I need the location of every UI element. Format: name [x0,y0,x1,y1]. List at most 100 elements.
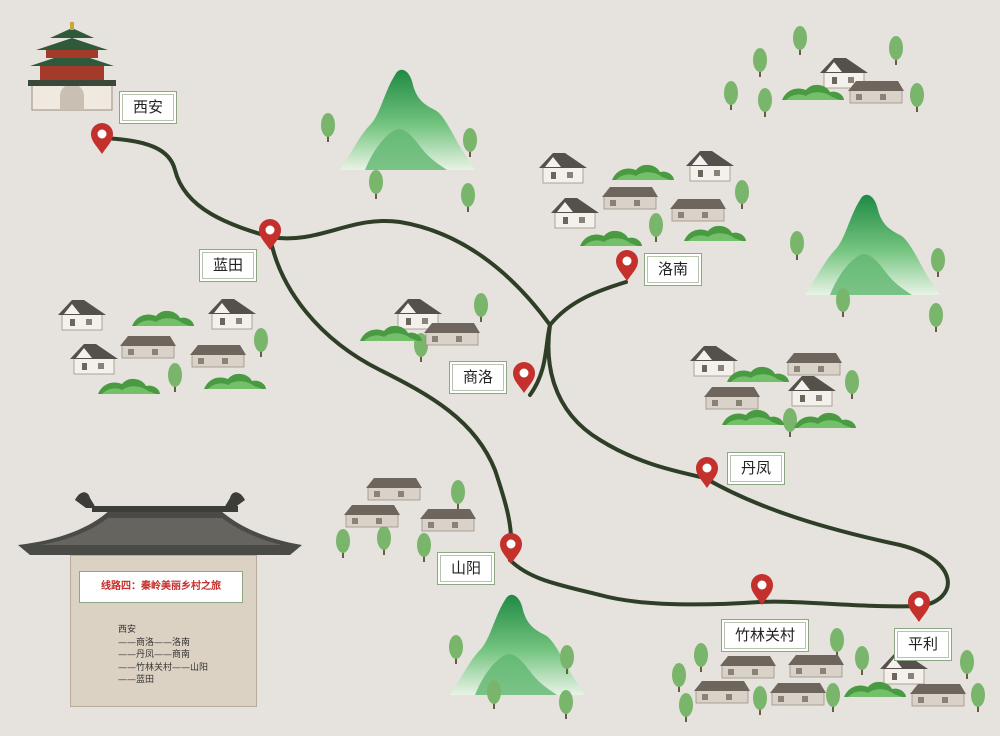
pin-luonan[interactable] [616,250,638,281]
pin-shanyang[interactable] [500,533,522,564]
tree-icon [790,231,804,260]
tree-icon [321,113,335,142]
house-icon [669,198,727,222]
tree-icon [735,180,749,209]
house-icon [703,386,761,410]
tree-icon [336,529,350,558]
house-icon [423,322,481,346]
tree-icon [960,650,974,679]
tree-icon [451,480,465,509]
label-xian[interactable]: 西安 [119,92,177,123]
house-icon [787,654,845,678]
tree-icon [783,408,797,437]
tree-icon [836,288,850,317]
legend-line: ——蓝田 [118,675,155,685]
house-icon [785,352,843,376]
house-icon [693,680,751,704]
tree-icon [845,370,859,399]
tree-icon [830,628,844,657]
tree-icon [758,88,772,117]
house-icon [365,477,423,501]
house-icon [685,150,735,182]
bush-icon [132,310,194,326]
house-icon [909,683,967,707]
pavilion-roof-icon [18,492,302,558]
house-icon [550,197,600,229]
label-danfeng[interactable]: 丹凤 [727,453,785,484]
label-pingli[interactable]: 平利 [894,629,952,660]
legend-title: 线路四：秦岭美丽乡村之旅 [82,574,240,600]
tree-icon [168,363,182,392]
legend-list: 西安 ——商洛——洛南 ——丹凤——商南 ——竹林关村——山阳 ——蓝田 [118,624,208,687]
route-segment [703,476,950,608]
house-icon [419,508,477,532]
tree-icon [889,36,903,65]
tree-icon [449,635,463,664]
tree-icon [931,248,945,277]
label-shanyang[interactable]: 山阳 [437,553,495,584]
bush-icon [580,230,642,246]
tree-icon [793,26,807,55]
label-lantian[interactable]: 蓝田 [199,250,257,281]
house-icon [119,335,177,359]
pin-pingli[interactable] [908,591,930,622]
tree-icon [929,303,943,332]
house-icon [719,655,777,679]
tree-icon [369,170,383,199]
house-icon [189,344,247,368]
house-icon [343,504,401,528]
label-zhulinguan[interactable]: 竹林关村 [721,620,809,651]
route-segment [268,218,628,329]
route-segment [100,136,272,239]
house-icon [787,375,837,407]
tree-icon [855,646,869,675]
house-icon [769,682,827,706]
tree-icon [377,526,391,555]
bush-icon [722,409,784,425]
pin-xian[interactable] [91,123,113,154]
bush-icon [794,412,856,428]
house-icon [69,343,119,375]
bush-icon [612,164,674,180]
bush-icon [727,366,789,382]
tree-icon [753,48,767,77]
tree-icon [487,680,501,709]
mountain-icon [340,69,475,170]
mountain-icon [450,594,585,695]
tree-icon [461,183,475,212]
route-segment [268,235,514,562]
legend-line: 西安 [118,625,137,635]
legend-line: ——竹林关村——山阳 [118,662,209,673]
route-segment [508,558,922,609]
tree-icon [463,128,477,157]
tree-icon [826,683,840,712]
tree-icon [694,643,708,672]
pin-lantian[interactable] [259,219,281,250]
house-icon [57,299,107,331]
tree-icon [474,293,488,322]
tree-icon [672,663,686,692]
mountain-icon [805,194,940,295]
tree-icon [971,683,985,712]
route-segment [546,323,707,480]
house-icon [879,653,929,685]
house-icon [689,345,739,377]
label-shangluo[interactable]: 商洛 [449,362,507,393]
tree-group [168,26,985,722]
tree-icon [910,83,924,112]
house-icon [207,298,257,330]
legend-line: ——丹凤——商南 [118,650,191,660]
bush-icon [684,225,746,241]
tree-icon [417,533,431,562]
tree-icon [649,213,663,242]
tree-icon [559,690,573,719]
bell-tower-icon [28,22,116,111]
legend-line: ——商洛——洛南 [118,637,191,648]
route-lines [100,136,950,609]
label-luonan[interactable]: 洛南 [644,254,702,285]
pin-shangluo[interactable] [513,362,535,393]
house-icon [601,186,659,210]
tree-icon [254,328,268,357]
